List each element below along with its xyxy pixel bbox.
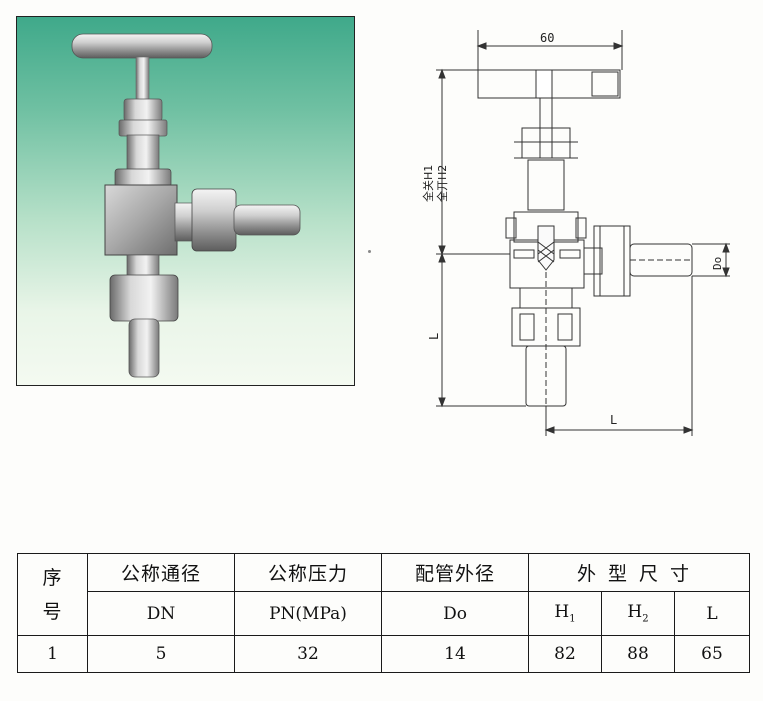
row-h2: 88: [601, 635, 675, 673]
h2-base: H: [627, 602, 643, 623]
dim-h2-label: 全开H2: [435, 165, 449, 202]
row-h1: 82: [528, 635, 602, 673]
header-row: 序 号 公称通径 公称压力 配管外径 外型尺寸: [17, 553, 750, 636]
row-pn: 32: [234, 635, 382, 673]
scan-speck: [368, 250, 371, 253]
h2-sub: 2: [642, 613, 649, 625]
nominal-pressure-header: 公称压力: [234, 553, 382, 592]
h1-sub: 1: [569, 613, 576, 625]
row-seq: 1: [17, 635, 88, 673]
h1-subheader: H1: [528, 591, 602, 636]
dim-do-label: Do: [711, 257, 724, 270]
h1-base: H: [554, 602, 570, 623]
row-do: 14: [381, 635, 529, 673]
nominal-diameter-header: 公称通径: [87, 553, 235, 592]
valve-cross-section-drawing: 60 全关H1 全开H2 Do L L: [421, 30, 730, 436]
seq-header-line1: 序: [42, 566, 63, 589]
do-subheader: Do: [381, 591, 529, 636]
pn-subheader: PN(MPa): [234, 591, 382, 636]
dim-h1-label: 全关H1: [421, 165, 435, 202]
row-dn: 5: [87, 635, 235, 673]
l-subheader: L: [674, 591, 750, 636]
dn-subheader: DN: [87, 591, 235, 636]
spec-table: 序 号 公称通径 公称压力 配管外径 外型尺寸 DN PN(MPa) Do H1…: [17, 553, 750, 673]
technical-drawing: 60 全关H1 全开H2 Do L L: [410, 22, 750, 442]
dim-l-horizontal-label: L: [610, 413, 617, 427]
seq-header-line2: 号: [42, 600, 63, 623]
row-l: 65: [674, 635, 750, 673]
dim-l-vertical-label: L: [427, 333, 441, 340]
subheader-row: DN PN(MPa) Do H1 H2 L: [18, 591, 750, 636]
h2-subheader: H2: [601, 591, 675, 636]
table-row: 1 5 32 14 82 88 65: [17, 635, 750, 673]
valve-photo: [16, 16, 355, 386]
dim-60-label: 60: [540, 31, 554, 45]
dimensions-header: 外型尺寸: [528, 553, 750, 592]
pipe-od-header: 配管外径: [381, 553, 529, 592]
angle-valve-image: [71, 33, 301, 378]
seq-header: 序 号: [17, 553, 88, 636]
